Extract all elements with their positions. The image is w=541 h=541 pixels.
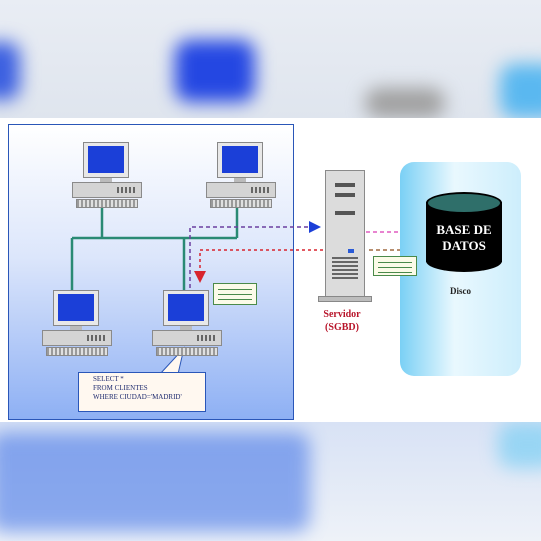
client-computer-querying: [152, 290, 222, 358]
power-light: [348, 249, 354, 253]
blurred-blob: [365, 88, 445, 118]
server-base: [318, 296, 372, 302]
result-row-line: [218, 299, 252, 300]
blurred-background-top: [0, 0, 541, 118]
computer-case: [152, 330, 222, 346]
monitor-stand: [100, 178, 112, 182]
computer-case: [42, 330, 112, 346]
monitor: [53, 290, 99, 326]
server-tower: [325, 170, 365, 298]
connector-layer: [70, 202, 425, 375]
server-label: Servidor (SGBD): [323, 309, 361, 333]
database-result-card: [373, 256, 417, 276]
screen: [222, 146, 258, 173]
result-row-line: [218, 289, 252, 290]
blurred-blob: [498, 422, 541, 468]
blurred-blob: [175, 40, 255, 102]
computer-case: [206, 182, 276, 198]
monitor-stand: [180, 326, 192, 330]
screen: [168, 294, 204, 321]
result-row-line: [218, 294, 252, 295]
result-row-line: [378, 267, 412, 268]
sql-line-where: WHERE CIUDAD='MADRID': [93, 393, 182, 401]
drive-bay: [335, 193, 355, 197]
keyboard: [76, 199, 138, 208]
client-computer: [42, 290, 112, 358]
blurred-blob: [0, 432, 310, 532]
keyboard: [156, 347, 218, 356]
monitor-stand: [70, 326, 82, 330]
sql-line-from: FROM CLIENTES: [93, 384, 148, 392]
disk-label: Disco: [450, 286, 471, 296]
response-arrow: [194, 249, 323, 283]
monitor: [83, 142, 129, 178]
keyboard: [210, 199, 272, 208]
request-arrow: [189, 221, 321, 288]
vent-slots: [332, 257, 358, 279]
client-computer: [72, 142, 142, 210]
client-server-diagram: SELECT * FROM CLIENTES WHERE CIUDAD='MAD…: [0, 118, 541, 422]
network-cabling: [70, 202, 239, 290]
screen: [88, 146, 124, 173]
blurred-blob: [0, 42, 20, 100]
result-row-line: [378, 262, 412, 263]
keyboard: [46, 347, 108, 356]
screen: [58, 294, 94, 321]
monitor: [163, 290, 209, 326]
client-computer: [206, 142, 276, 210]
monitor-stand: [234, 178, 246, 182]
result-row-line: [378, 272, 412, 273]
database-label: BASE DE DATOS: [436, 222, 492, 253]
monitor: [217, 142, 263, 178]
database-cylinder: [426, 192, 502, 272]
disk-panel: [400, 162, 521, 376]
sql-line-select: SELECT *: [93, 375, 124, 383]
cylinder-top: [426, 192, 502, 214]
drive-bay: [335, 183, 355, 187]
drive-bay: [335, 211, 355, 215]
blurred-background-bottom: [0, 422, 541, 541]
blurred-blob: [500, 64, 541, 118]
sql-query-callout: SELECT * FROM CLIENTES WHERE CIUDAD='MAD…: [78, 372, 206, 412]
computer-case: [72, 182, 142, 198]
result-rows-card: [213, 283, 257, 305]
